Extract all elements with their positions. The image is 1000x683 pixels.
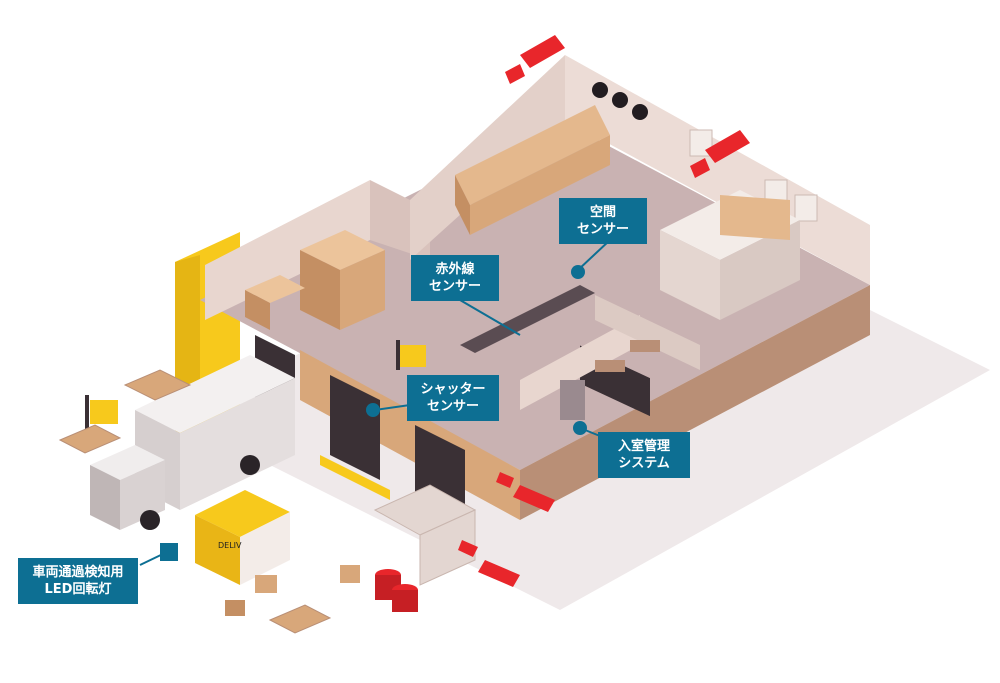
wall-grilles — [689, 129, 818, 222]
shelving-right — [660, 190, 800, 320]
label-space-sensor-line2: センサー — [576, 222, 629, 237]
label-vehicle-led-line2: LED回転灯 — [44, 582, 112, 597]
label-vehicle-led-line1: 車両通過検知用 — [32, 565, 124, 580]
forklift-left — [85, 395, 118, 430]
fan-1 — [592, 82, 608, 98]
van-logo: DELIV — [218, 541, 242, 550]
label-shutter-sensor: シャッター センサー — [407, 375, 499, 421]
sensor-right — [690, 130, 750, 178]
label-entry-system-line1: 入室管理 — [617, 439, 670, 454]
label-entry-system: 入室管理 システム — [598, 432, 690, 478]
office-furniture — [560, 340, 660, 420]
pallets — [58, 369, 332, 634]
delivery-van: DELIV — [195, 490, 290, 585]
sensor-bottom — [458, 540, 520, 587]
forklift-inside — [396, 340, 426, 370]
label-shutter-sensor-line1: シャッター — [420, 382, 486, 397]
conveyor — [460, 285, 595, 353]
label-entry-system-line2: システム — [618, 456, 670, 471]
box-stack-back — [455, 105, 610, 235]
floor-base — [200, 120, 870, 470]
label-space-sensor: 空間 センサー — [559, 198, 647, 244]
shutter-door-2 — [330, 375, 380, 480]
box-stack-left — [245, 230, 385, 330]
sensor-front — [496, 472, 555, 512]
back-wall-left — [205, 180, 370, 320]
stairs — [373, 484, 477, 586]
label-vehicle-led: 車両通過検知用 LED回転灯 — [18, 558, 138, 604]
sensor-top — [505, 35, 565, 84]
connector-dots — [160, 265, 587, 561]
barrels — [375, 569, 418, 612]
fan-3 — [632, 104, 648, 120]
fan-2 — [612, 92, 628, 108]
back-wall-upper — [410, 55, 565, 260]
label-space-sensor-line1: 空間 — [589, 205, 616, 220]
loading-dock-yellow — [320, 455, 390, 500]
partition-middle — [595, 295, 700, 370]
boxes-foreground — [225, 565, 360, 616]
truck — [90, 355, 295, 530]
label-infrared-sensor-line1: 赤外線 — [435, 262, 475, 277]
partition-office — [520, 315, 640, 410]
label-infrared-sensor-line2: センサー — [428, 279, 481, 294]
label-infrared-sensor: 赤外線 センサー — [411, 255, 499, 301]
label-shutter-sensor-line2: センサー — [426, 399, 479, 414]
